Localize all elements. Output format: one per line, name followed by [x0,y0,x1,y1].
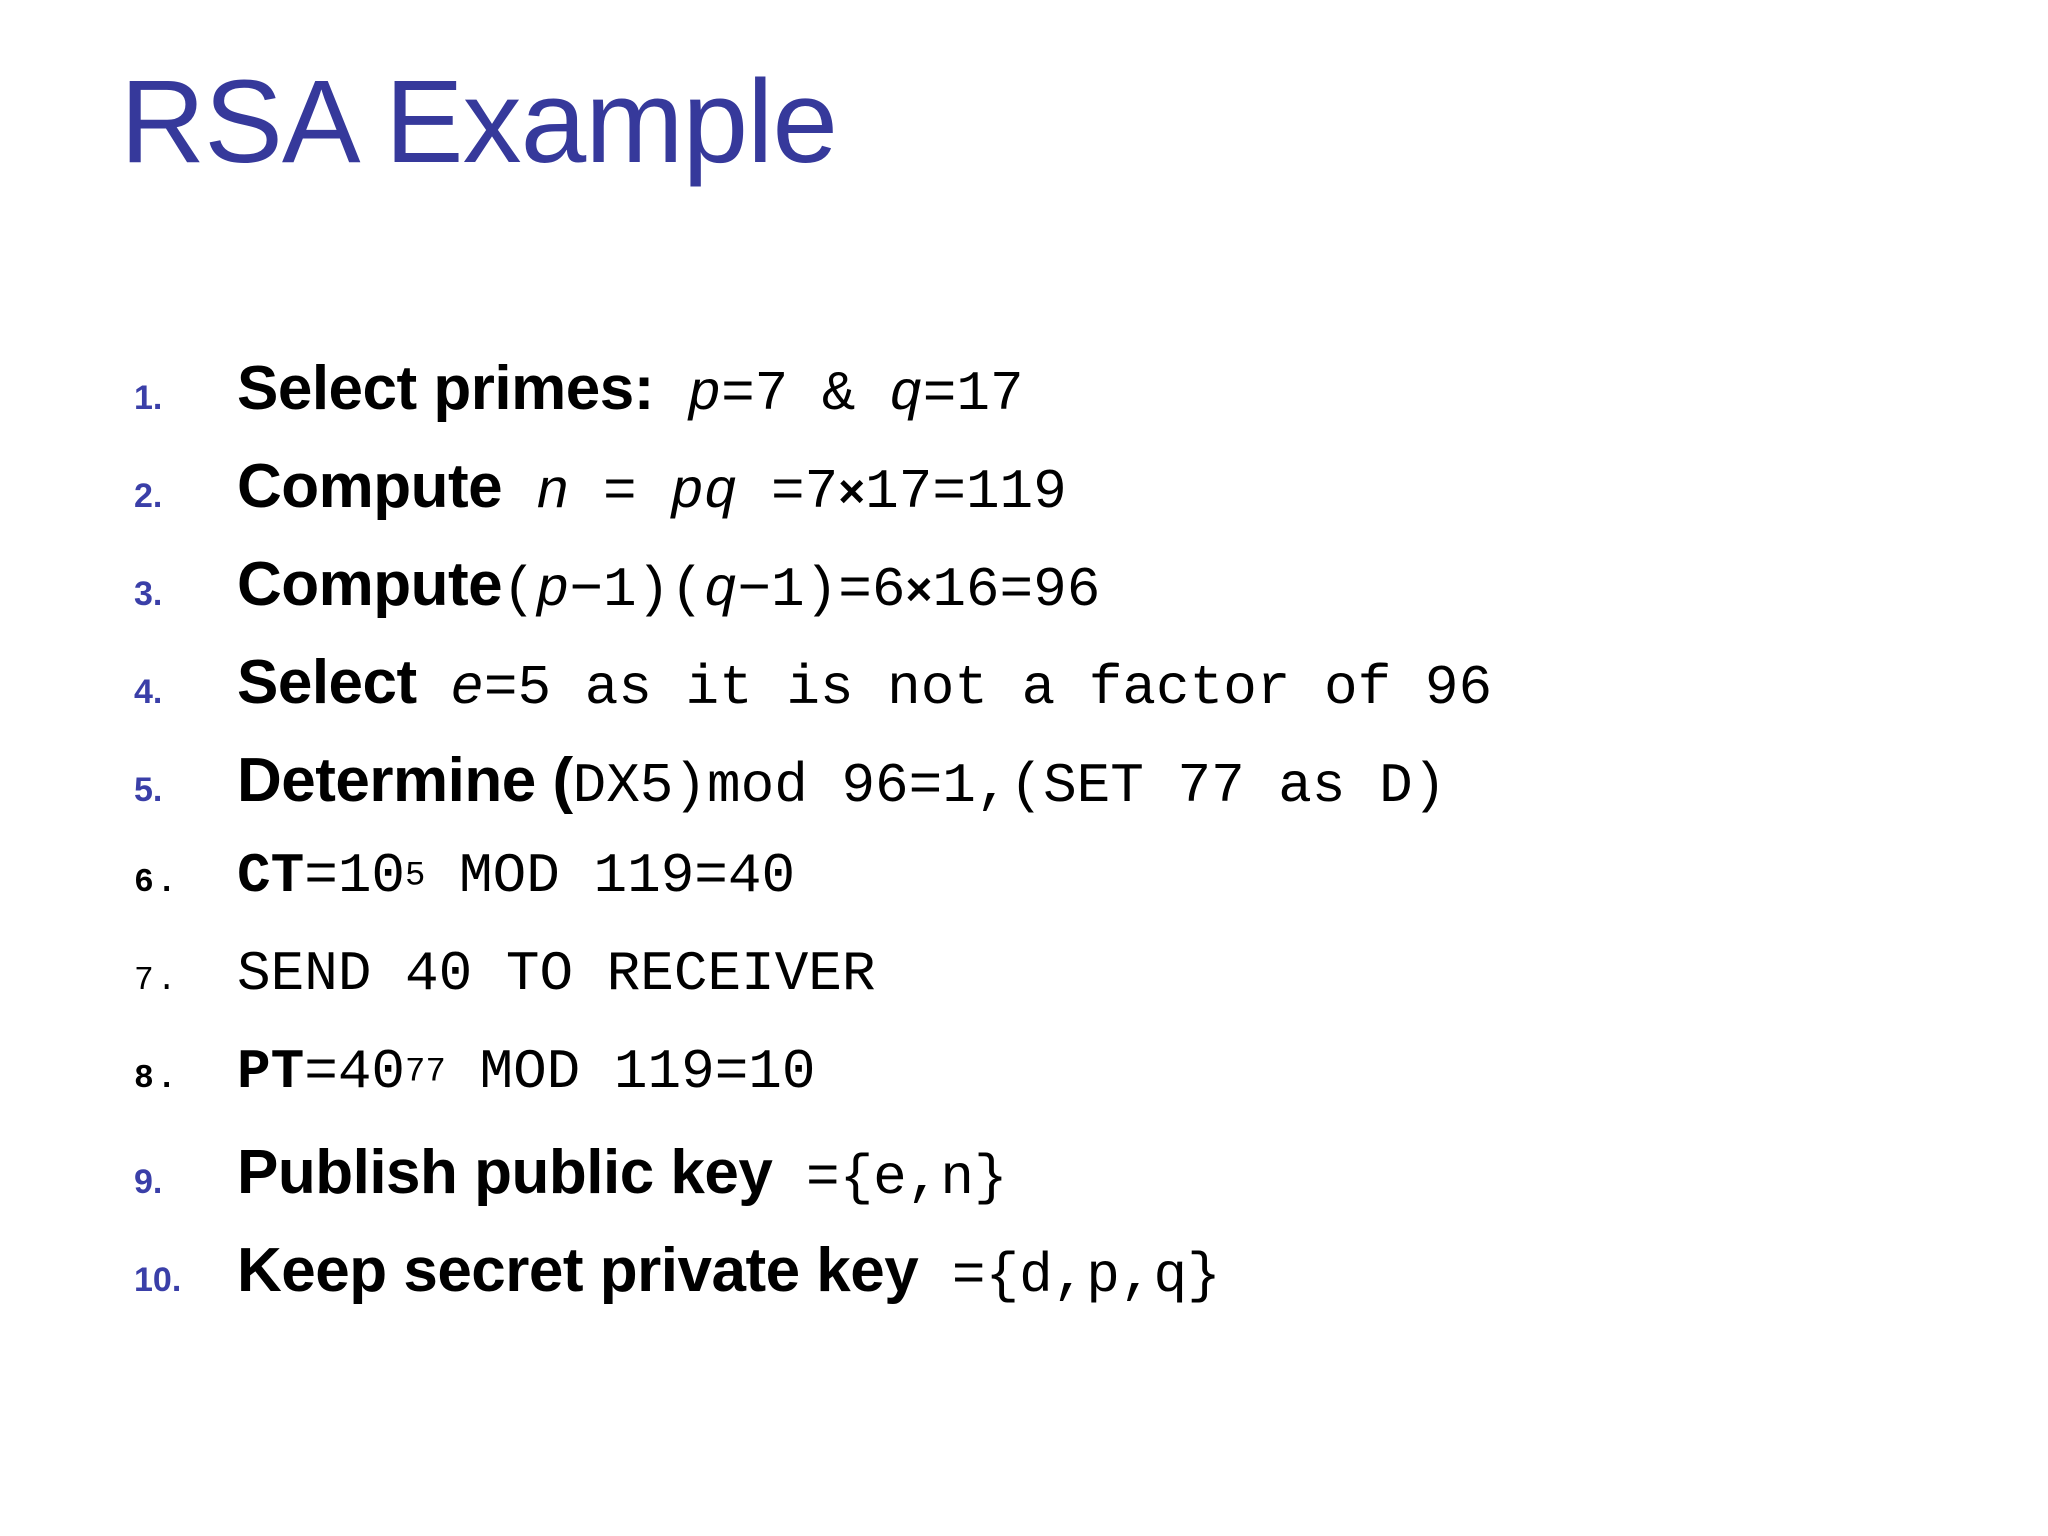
list-item-text: PT=4077 MOD 119=10 [237,1044,1942,1100]
list-item-number: 9. [134,1163,163,1201]
text-run: × [905,563,933,615]
list-item: 1. Select primes: p=7 & q=17 [122,358,1942,456]
list-item: 5. Determine (DX5)mod 96=1,(SET 77 as D) [122,750,1942,848]
text-run [502,460,536,524]
text-run: =10 [304,844,406,908]
rsa-steps-list: 1. Select primes: p=7 & q=17 2. Compute n =… [122,358,1942,1338]
list-item-text: Compute(p−1)(q−1)=6×16=96 [237,554,1942,619]
list-item-text: CT=105 MOD 119=40 [237,848,1942,904]
list-item: 8. PT=4077 MOD 119=10 [122,1044,1942,1142]
list-item-text: Publish public key ={e,n} [237,1142,1942,1207]
text-run: × [838,465,866,517]
list-item-number: 10. [134,1261,182,1299]
text-run: e [450,656,484,720]
list-item: 6. CT=105 MOD 119=40 [122,848,1942,946]
text-run: 5 [405,857,426,896]
list-item-number: 4. [134,673,163,711]
text-run: ( [502,558,536,622]
text-run [654,362,688,426]
list-item: 9. Publish public key ={e,n} [122,1142,1942,1240]
list-item: 7. SEND 40 TO RECEIVER [122,946,1942,1044]
text-run: Determine ( [237,746,573,815]
text-run: Keep secret private key [237,1236,919,1305]
list-item-number: 8. [134,1060,180,1097]
list-item-text: SEND 40 TO RECEIVER [237,946,1942,1002]
text-run: q [703,558,738,622]
text-run: Compute [237,452,503,521]
text-run: =40 [304,1040,406,1104]
list-item: 3.Compute(p−1)(q−1)=6×16=96 [122,554,1942,652]
text-run [417,656,451,720]
text-run: n [535,460,570,524]
text-run: Select primes: [237,354,654,423]
list-item-number: 7. [134,962,180,999]
list-item: 10. Keep secret private key ={d,p,q} [122,1240,1942,1338]
text-run: ={e,n} [772,1146,1008,1210]
list-item-number: 2. [134,477,163,515]
text-run: PT [237,1040,305,1104]
text-run: DX5)mod 96=1,(SET 77 as D) [572,754,1447,818]
text-run: −1)( [569,558,704,622]
list-item-text: Compute n = pq =7×17=119 [237,456,1942,521]
list-item-number: 3. [134,575,163,613]
text-run: MOD 119=40 [425,844,796,908]
list-item-text: Determine (DX5)mod 96=1,(SET 77 as D) [237,750,1942,815]
text-run: pq [670,460,738,524]
text-run: Compute [237,550,503,619]
list-item-number: 5. [134,771,163,809]
text-run: 17=119 [865,460,1067,524]
text-run: Select [237,648,417,717]
list-item: 2. Compute n = pq =7×17=119 [122,456,1942,554]
page-title: RSA Example [120,56,838,188]
list-item-text: Select primes: p=7 & q=17 [237,358,1942,423]
text-run: =17 [922,362,1024,426]
text-run: & [788,362,890,426]
text-run: −1)=6 [737,558,906,622]
text-run: =5 as it is not a factor of 96 [483,656,1493,720]
text-run: CT [237,844,305,908]
text-run: Publish public key [237,1138,773,1207]
list-item-number: 6. [134,864,180,901]
text-run: SEND 40 TO RECEIVER [237,942,876,1006]
text-run: q [889,362,923,426]
text-run: =7 [721,362,789,426]
text-run: = [569,460,671,524]
text-run: =7 [737,460,839,524]
list-item-text: Keep secret private key ={d,p,q} [237,1240,1942,1305]
text-run: 77 [405,1053,446,1092]
text-run: MOD 119=10 [445,1040,816,1104]
text-run: ={d,p,q} [918,1244,1221,1308]
text-run: 16=96 [932,558,1101,622]
list-item-text: Select e=5 as it is not a factor of 96 [237,652,1942,717]
text-run: p [687,362,722,426]
list-item-number: 1. [134,379,163,417]
text-run: p [535,558,570,622]
list-item: 4. Select e=5 as it is not a factor of 96 [122,652,1942,750]
